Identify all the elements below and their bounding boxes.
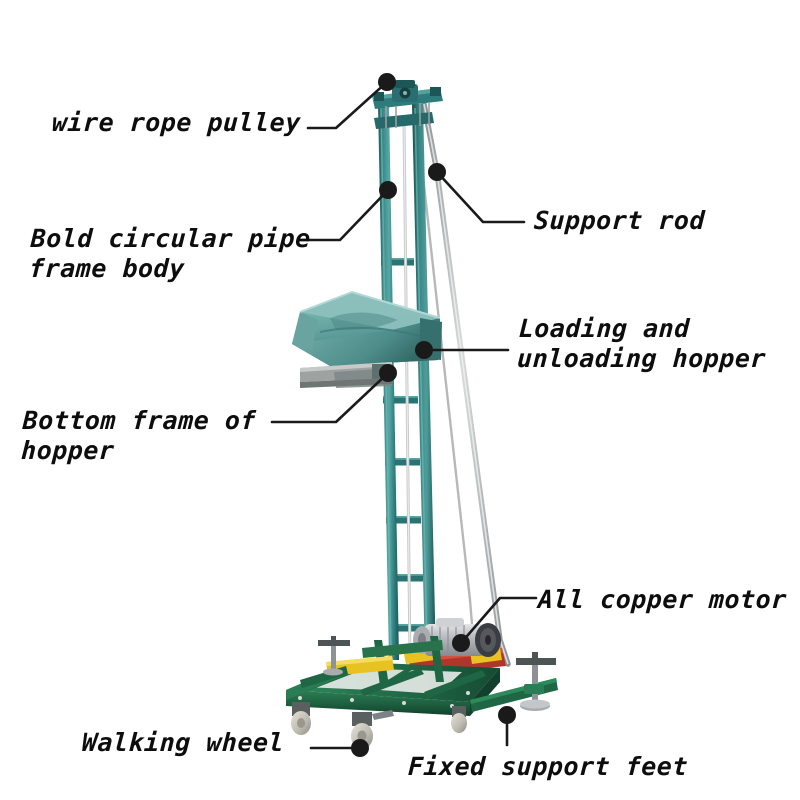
callout-label-line: Walking wheel xyxy=(81,728,285,757)
callout-label-fixed-support-feet: Fixed support feet xyxy=(407,752,688,782)
callout-label-all-copper-motor: All copper motor xyxy=(537,585,787,615)
marker-dot-all-copper-motor[interactable] xyxy=(452,634,470,652)
leader-line-support-rod xyxy=(435,170,526,224)
callout-label-support-rod: Support rod xyxy=(533,206,706,236)
leader-line-wire-rope-pulley xyxy=(306,80,389,130)
marker-dot-bold-circular-pipe-frame-body[interactable] xyxy=(379,181,397,199)
callout-label-line: hopper xyxy=(20,435,116,465)
callout-label-line: wire rope pulley xyxy=(51,108,302,137)
callout-label-line: unloading hopper xyxy=(516,343,767,373)
callout-label-wire-rope-pulley: wire rope pulley xyxy=(51,108,301,138)
leader-line-bold-circular-pipe-frame-body xyxy=(306,188,390,242)
leader-line-bottom-frame-of-hopper xyxy=(270,371,390,424)
marker-dot-fixed-support-feet[interactable] xyxy=(498,706,516,724)
callout-label-line: Loading and xyxy=(518,314,691,343)
callout-label-line: Bold circular pipe xyxy=(30,224,312,253)
leader-line-all-copper-motor xyxy=(459,596,538,645)
marker-dot-walking-wheel[interactable] xyxy=(351,739,369,757)
callout-label-walking-wheel: Walking wheel xyxy=(81,728,285,758)
callout-label-line: Support rod xyxy=(533,206,706,235)
callout-label-line: Fixed support feet xyxy=(407,752,689,781)
marker-dot-wire-rope-pulley[interactable] xyxy=(378,73,396,91)
marker-dot-support-rod[interactable] xyxy=(428,163,446,181)
callout-label-line: All copper motor xyxy=(537,585,788,614)
fixed-support-feet-part xyxy=(300,636,558,712)
wire-rope-pulley-part xyxy=(372,80,443,129)
callout-label-line: frame body xyxy=(28,253,186,283)
marker-dot-loading-and-unloading-hopper[interactable] xyxy=(415,341,433,359)
callout-label-line: Bottom frame of xyxy=(22,406,257,435)
marker-dot-bottom-frame-of-hopper[interactable] xyxy=(379,364,397,382)
